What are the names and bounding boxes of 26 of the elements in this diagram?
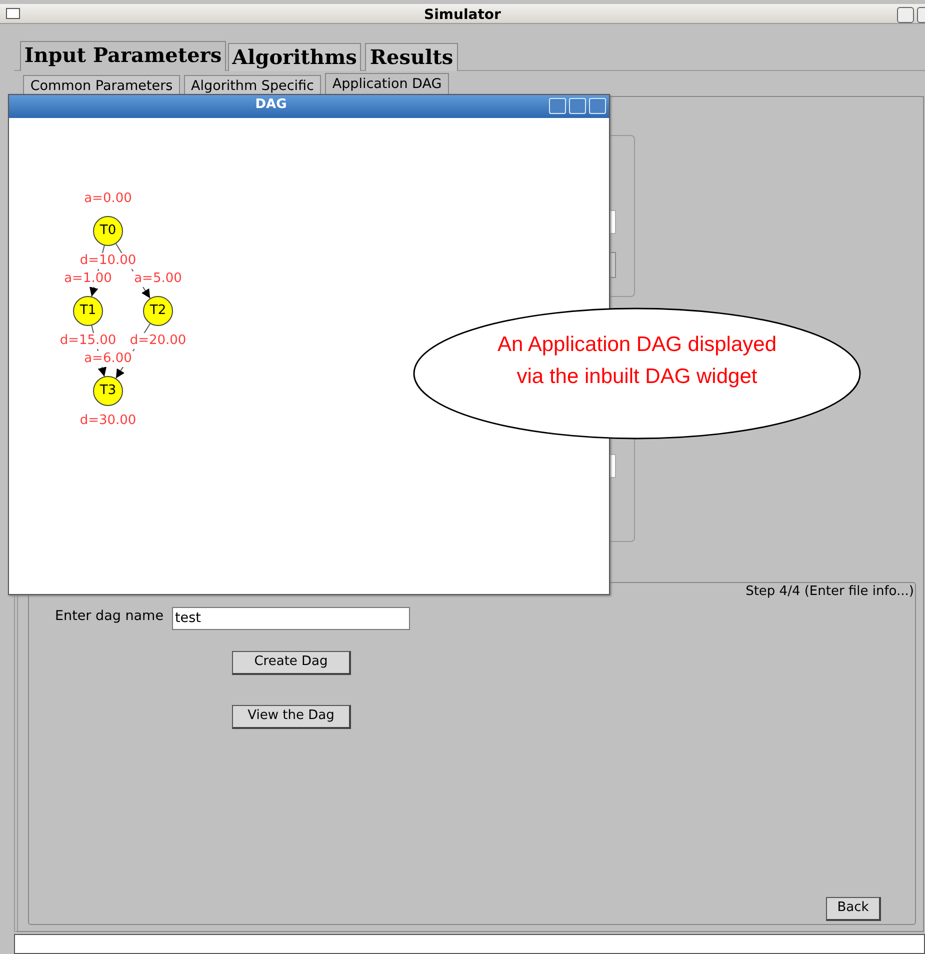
deadline-label: d=10.00	[78, 253, 138, 269]
task-node: T0	[93, 216, 123, 246]
arrival-label: a=1.00	[63, 271, 113, 287]
arrival-label: a=5.00	[133, 271, 183, 287]
deadline-label: d=20.00	[128, 333, 188, 349]
tab: Results	[365, 43, 458, 71]
deadline-label: d=15.00	[58, 333, 118, 349]
tab: Algorithm Specific	[184, 75, 321, 96]
button: Back	[826, 897, 881, 921]
task-node: T1	[73, 296, 103, 326]
callout-text: An Application DAG displayed via the inbuilt DAG widget	[496, 332, 778, 390]
callout-ellipse	[412, 307, 862, 440]
button: View the Dag	[232, 705, 351, 729]
arrival-label: a=6.00	[83, 351, 133, 367]
field-label: Enter dag name	[55, 608, 165, 626]
tab: Common Parameters	[23, 75, 180, 96]
button: Create Dag	[232, 651, 351, 675]
tab: Application DAG	[325, 73, 449, 96]
window-title: Simulator	[423, 7, 502, 25]
step-indicator: Step 4/4 (Enter file info...)	[744, 584, 914, 601]
task-node: T2	[143, 296, 173, 326]
input-field: test	[172, 607, 410, 630]
tab: Algorithms	[228, 43, 361, 71]
window-title: DAG	[254, 97, 288, 114]
task-node: T3	[93, 376, 123, 406]
tab: Input Parameters	[20, 41, 226, 71]
